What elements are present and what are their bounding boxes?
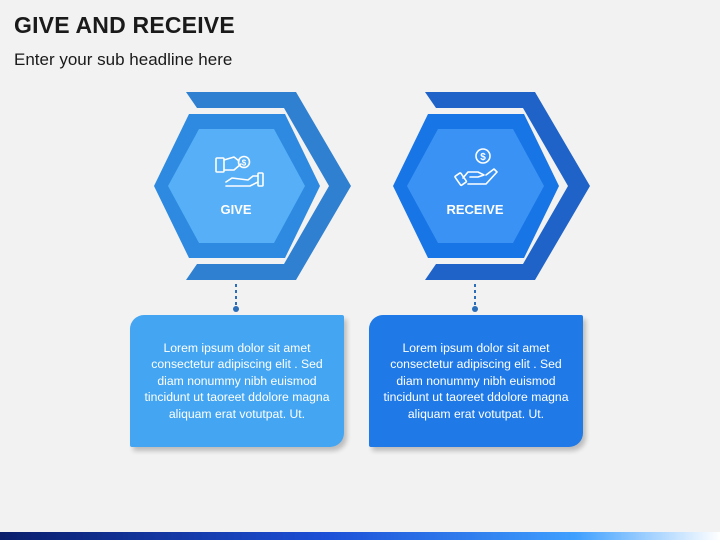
receive-description: Lorem ipsum dolor sit amet consectetur a… — [383, 340, 569, 421]
svg-text:$: $ — [242, 159, 247, 168]
receive-chevron — [425, 92, 590, 280]
receive-hexagon — [407, 129, 544, 243]
hand-receiving-coin-icon: $ — [454, 148, 498, 187]
page-title: GIVE AND RECEIVE — [14, 12, 235, 38]
give-label: GIVE — [220, 202, 251, 217]
page-subtitle: Enter your sub headline here — [14, 50, 233, 69]
hand-giving-money-icon: $ — [215, 155, 264, 187]
receive-connector-dot — [472, 306, 478, 312]
receive-text-panel: Lorem ipsum dolor sit amet consectetur a… — [369, 315, 583, 447]
bottom-accent-bar — [0, 532, 720, 540]
svg-text:$: $ — [480, 152, 486, 163]
give-block: $ GIVE — [154, 92, 351, 312]
receive-label: RECEIVE — [446, 202, 503, 217]
give-connector-dot — [233, 306, 239, 312]
give-chevron — [186, 92, 351, 280]
give-description: Lorem ipsum dolor sit amet consectetur a… — [144, 340, 330, 421]
receive-block: $ RECEIVE — [393, 92, 590, 312]
give-text-panel: Lorem ipsum dolor sit amet consectetur a… — [130, 315, 344, 447]
